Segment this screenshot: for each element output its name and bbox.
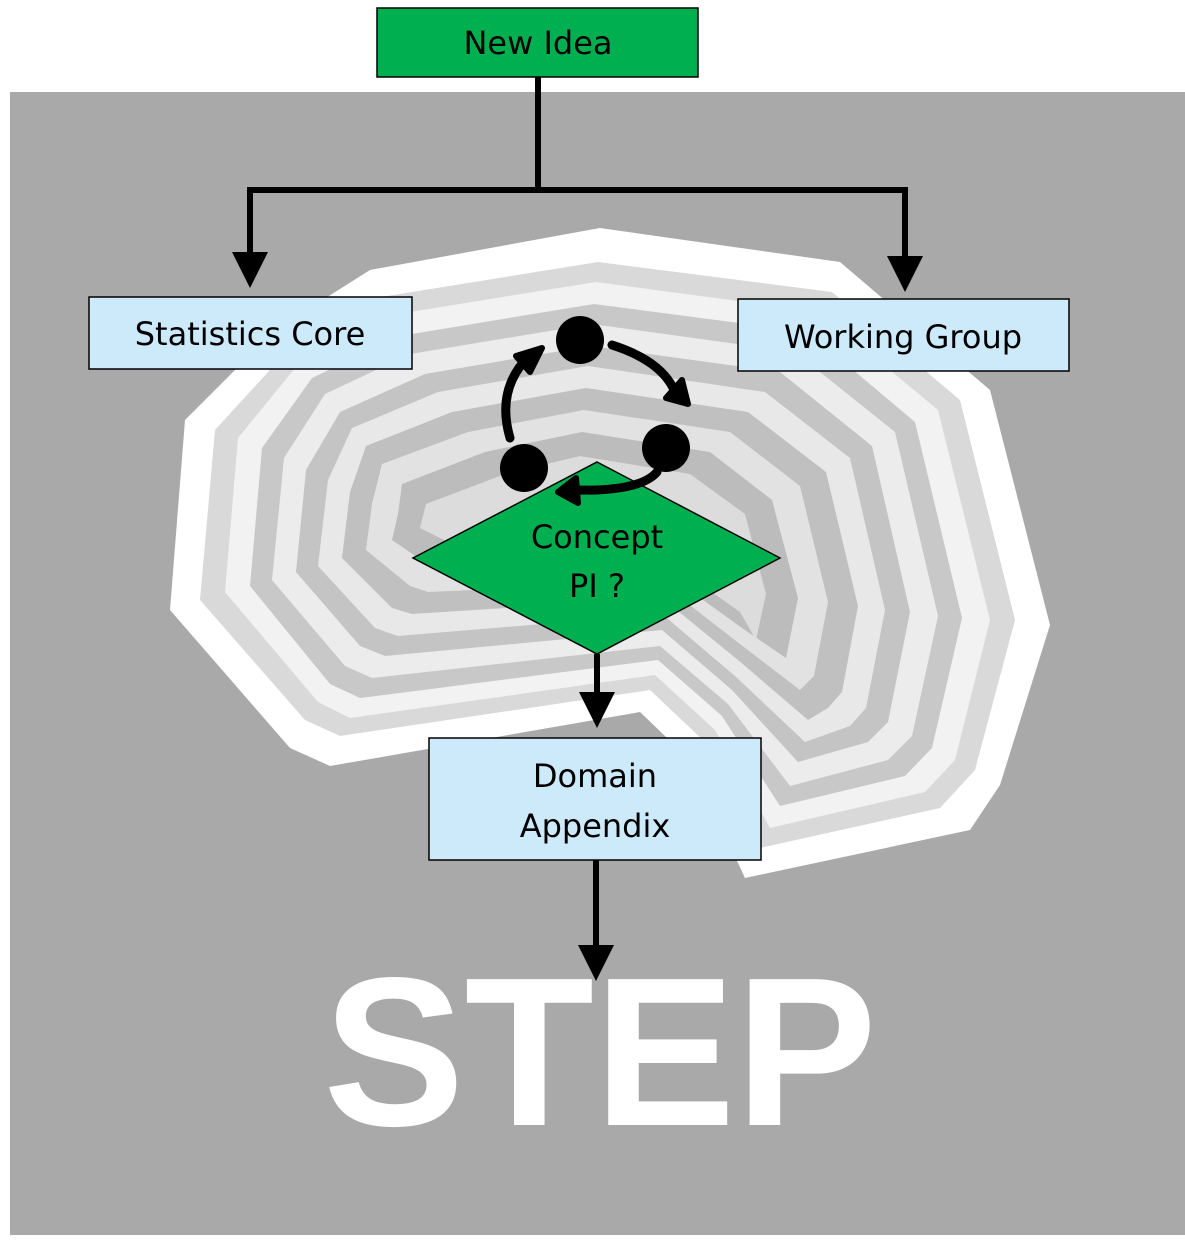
domain-appendix-box — [428, 737, 762, 861]
new-idea-box — [376, 7, 699, 78]
statistics-core-label: Statistics Core — [135, 315, 366, 353]
domain-appendix-label-line1: Domain — [533, 757, 657, 795]
concept-pi-node[interactable]: Concept PI ? — [411, 461, 782, 655]
refresh-cycle-icon — [500, 316, 691, 506]
concept-pi-diamond — [411, 461, 782, 655]
domain-appendix-label-line2: Appendix — [520, 807, 671, 845]
concept-pi-label-line2: PI ? — [569, 567, 625, 605]
connector-to-statistics-core — [232, 187, 538, 288]
new-idea-label: New Idea — [463, 24, 612, 62]
working-group-box — [737, 298, 1070, 372]
connector-to-working-group — [538, 187, 923, 292]
working-group-node[interactable]: Working Group — [737, 298, 1070, 372]
statistics-core-box — [88, 296, 413, 370]
step-logo: STEP — [323, 933, 877, 1170]
statistics-core-node[interactable]: Statistics Core — [88, 296, 413, 370]
concept-pi-label-line1: Concept — [531, 518, 663, 556]
connectors — [232, 76, 923, 981]
working-group-label: Working Group — [784, 318, 1022, 356]
domain-appendix-node[interactable]: Domain Appendix — [428, 737, 762, 861]
step-logo-rings — [170, 228, 1050, 878]
new-idea-node[interactable]: New Idea — [376, 7, 699, 78]
